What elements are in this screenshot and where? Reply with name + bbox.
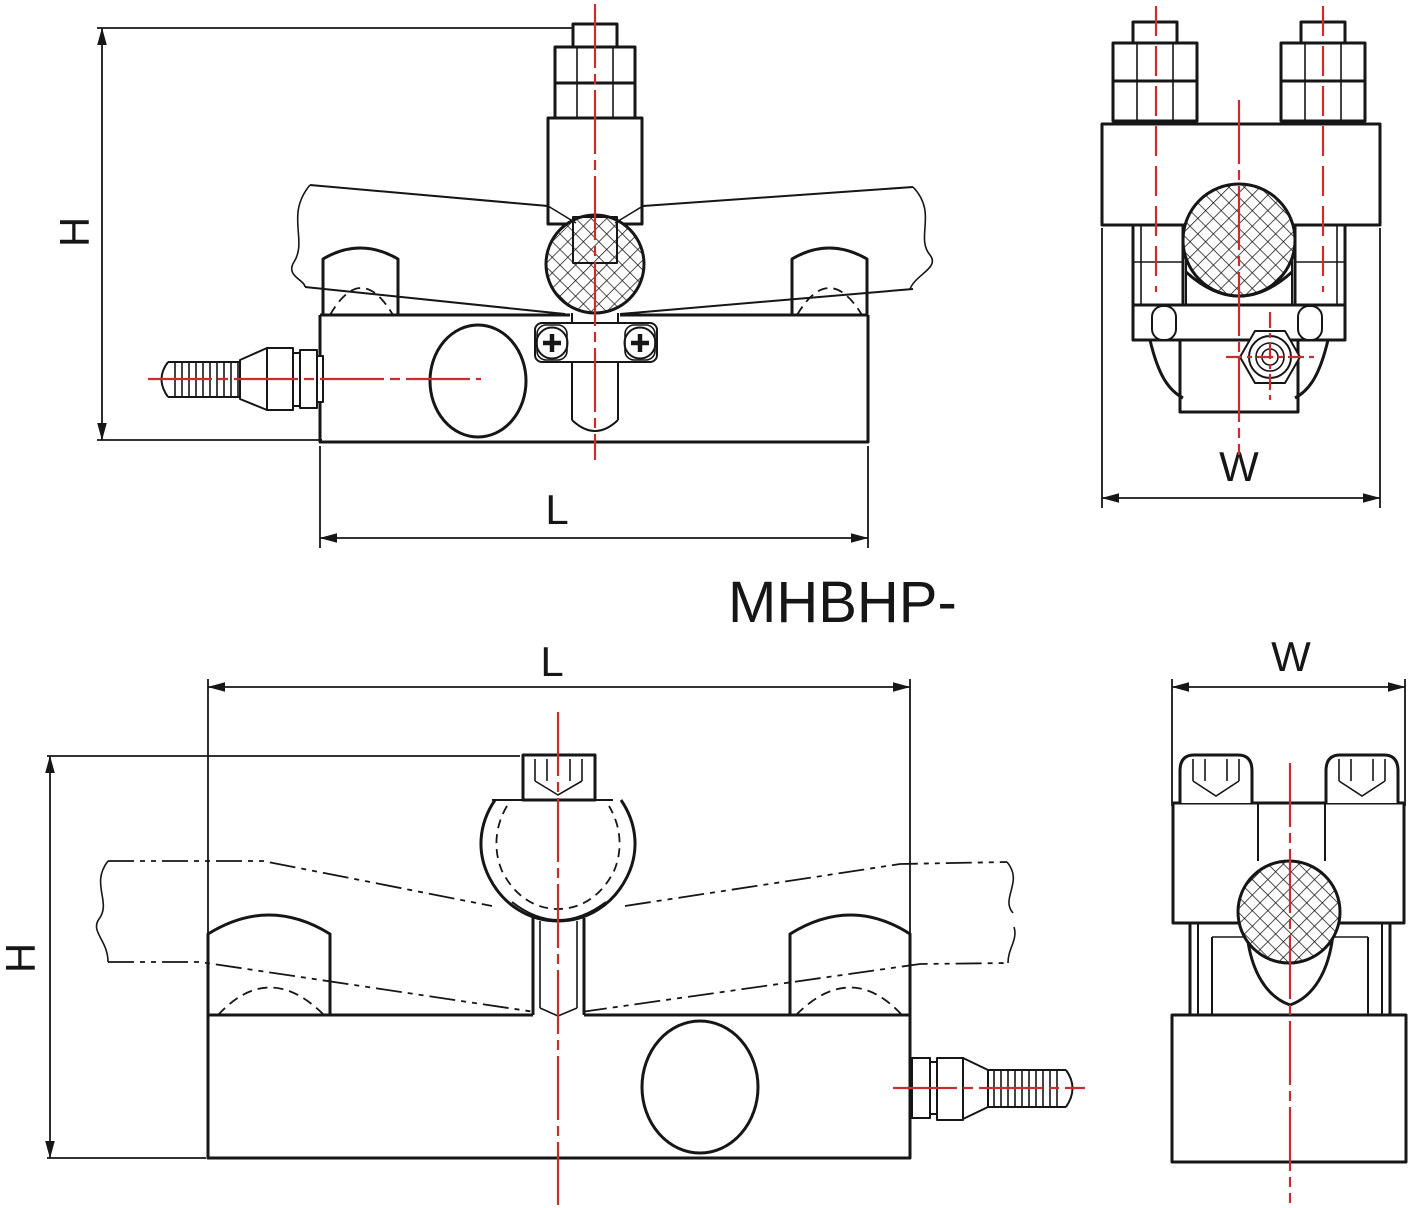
dim-label-w: W — [1271, 633, 1311, 680]
phillips-screw-icon — [535, 326, 569, 360]
rope-break-right — [1007, 926, 1016, 964]
screw-plate — [534, 313, 658, 432]
centerlines-side-top — [1154, 6, 1325, 455]
dim-label-l: L — [540, 638, 563, 685]
plate-slot — [1257, 803, 1326, 861]
socket-bolts — [1178, 753, 1400, 803]
body-slot — [571, 362, 619, 432]
dimension-h-bottom: H — [0, 755, 520, 1159]
side-view-top: W — [1100, 6, 1382, 508]
wire-rope — [291, 184, 934, 315]
front-view-top: H L — [51, 4, 934, 548]
dimension-l-top: L — [319, 446, 869, 548]
rope-break-left — [291, 184, 311, 288]
dimension-l-bottom: L — [207, 638, 911, 1015]
dimension-h-top: H — [51, 27, 573, 441]
dimension-w-top: W — [1101, 228, 1381, 508]
body-hole — [428, 323, 528, 439]
dim-label-l: L — [545, 486, 568, 533]
rope-clamps — [321, 246, 869, 316]
model-title: MHBHP- — [728, 570, 957, 635]
rope-break-left — [95, 860, 109, 963]
dim-label-h: H — [51, 217, 98, 247]
dim-label-h: H — [0, 943, 44, 973]
side-screw-boss — [1297, 305, 1323, 341]
clevis-arms — [1188, 923, 1392, 1015]
centerlines-front-top — [148, 4, 597, 460]
phillips-screw-icon — [623, 326, 657, 360]
dimension-w-bottom: W — [1171, 633, 1406, 806]
body-hole — [640, 1019, 760, 1155]
rope-break-right — [909, 186, 934, 290]
side-view-bottom: W — [1170, 633, 1408, 1203]
front-view-bottom: L H — [0, 638, 1085, 1205]
rope-clamps — [206, 913, 912, 1016]
centerlines-front-bottom — [556, 712, 1085, 1205]
rope-break-right — [1006, 861, 1015, 914]
side-screw-boss — [1151, 305, 1177, 341]
wire-rope-phantom — [95, 860, 1016, 1013]
